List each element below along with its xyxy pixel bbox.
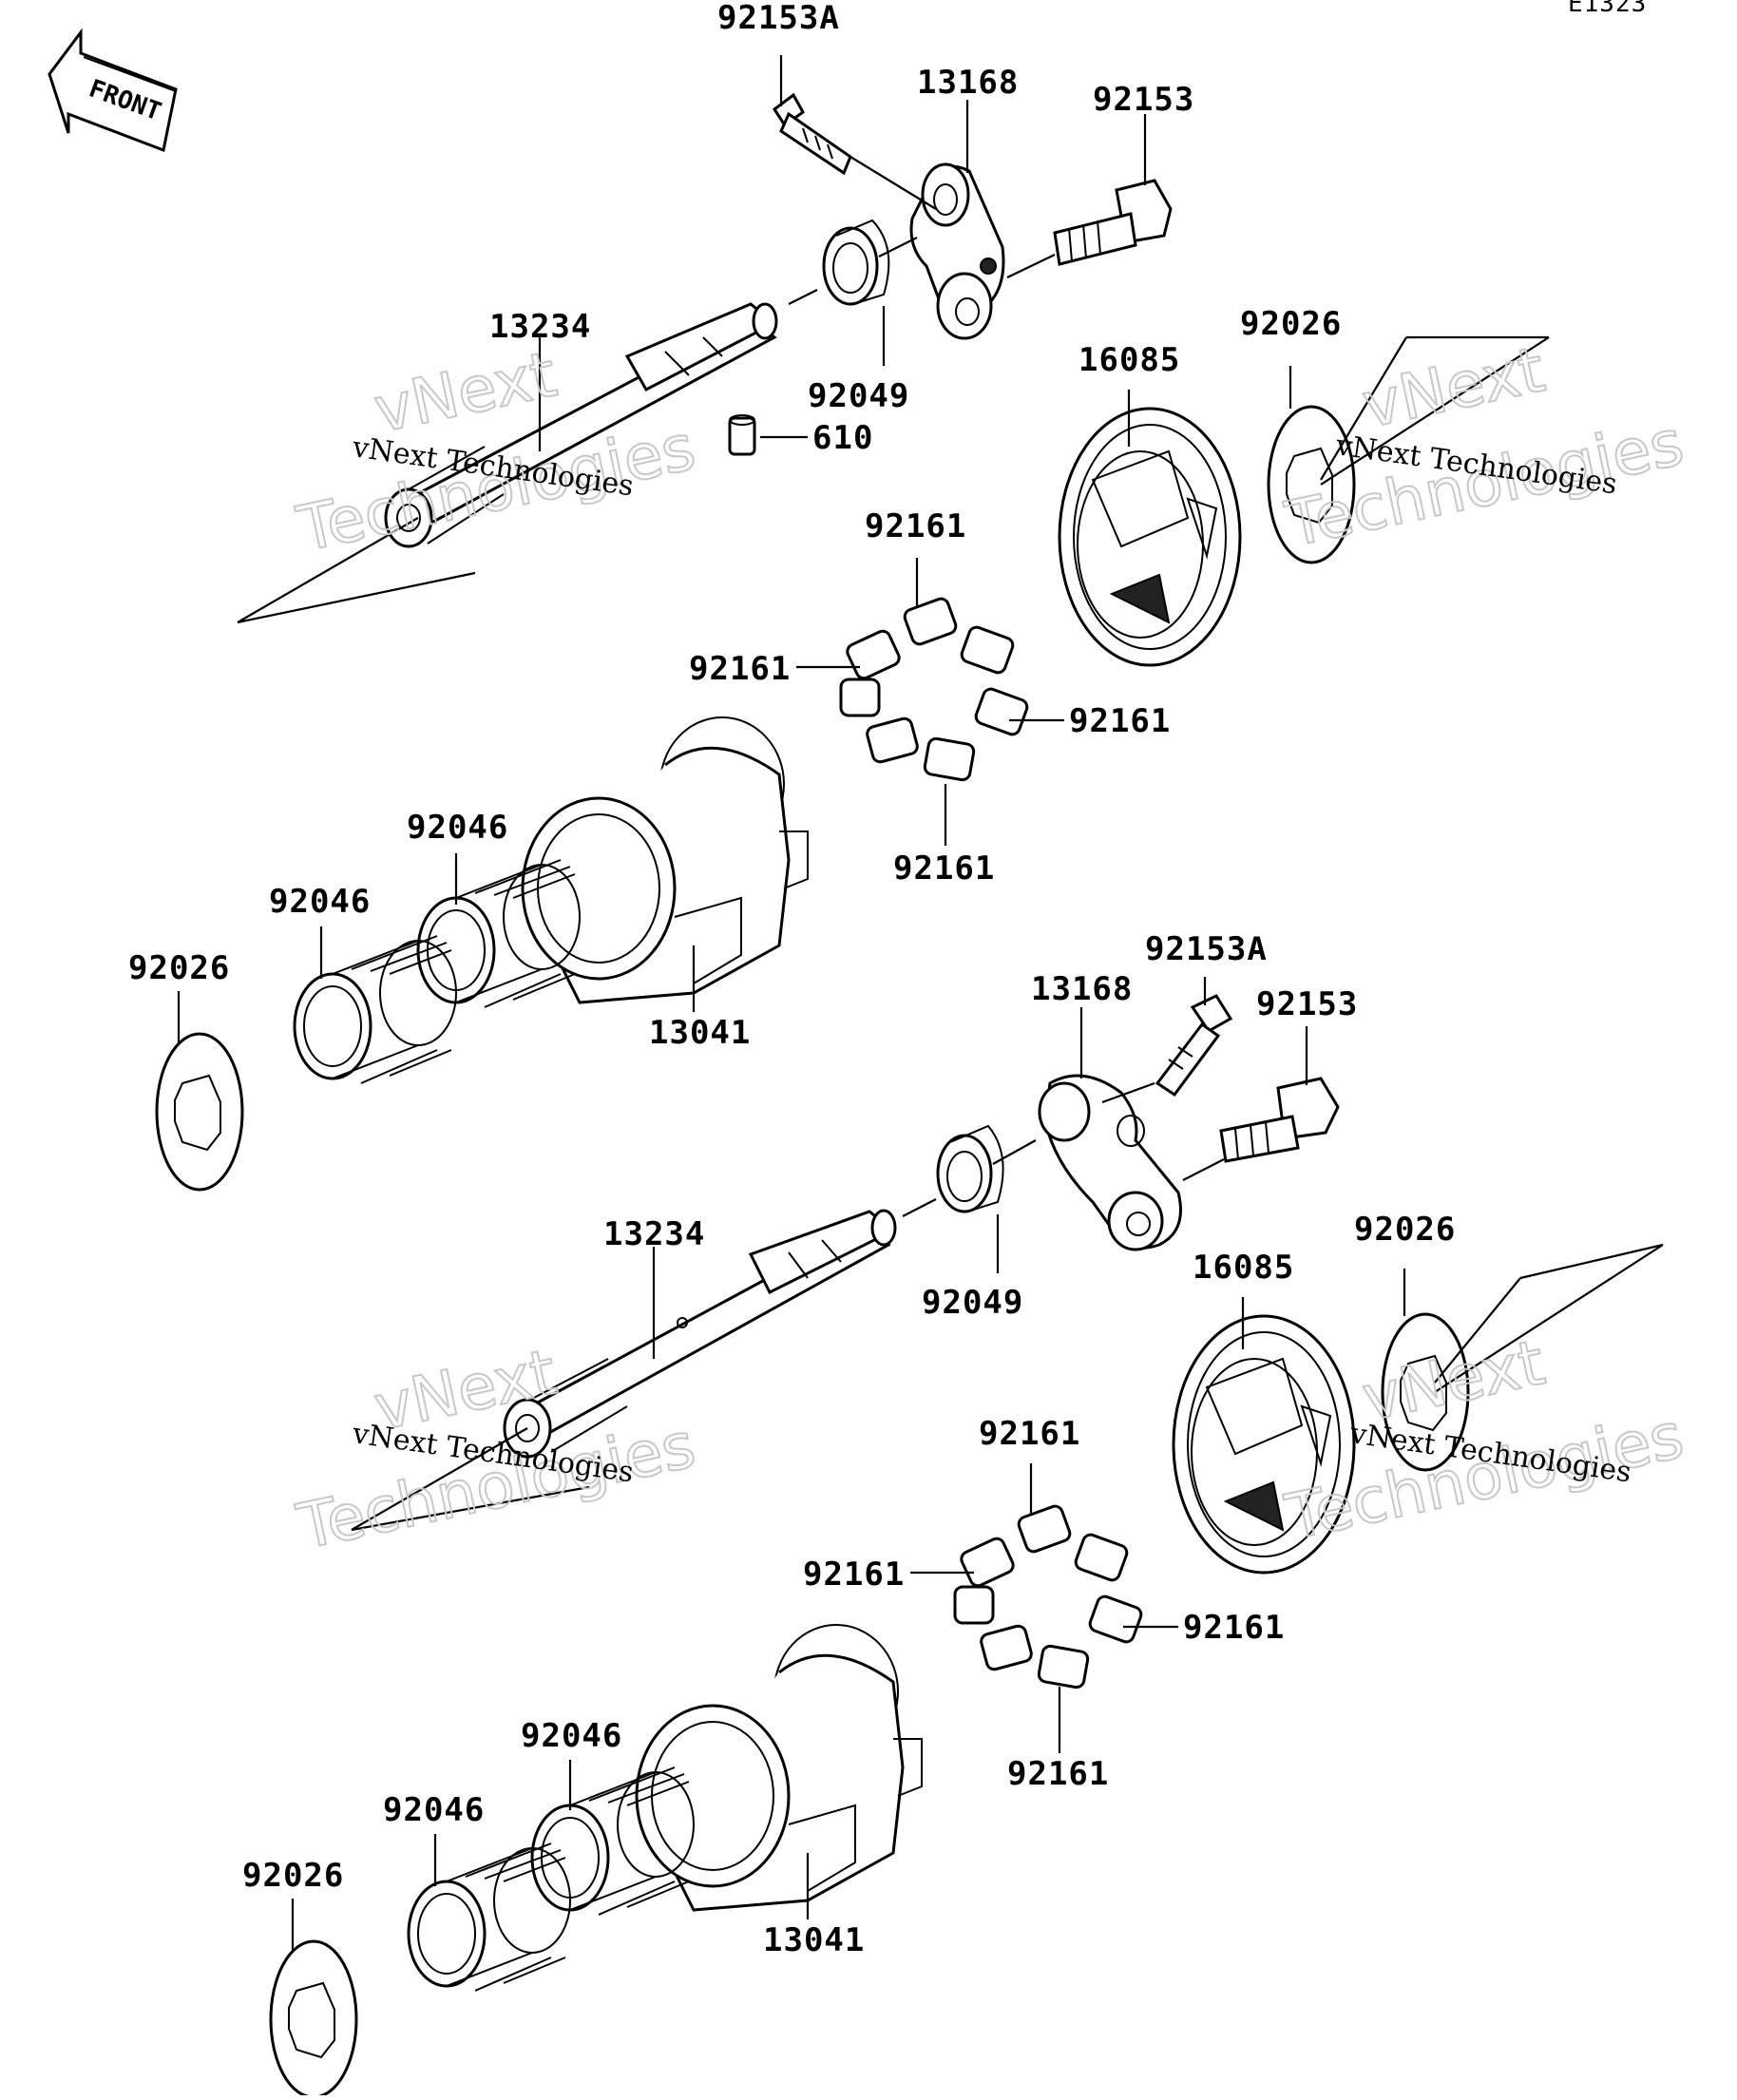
callout-13234-upper: 13234: [489, 308, 591, 346]
diagram-code: E1323: [1568, 0, 1647, 18]
callout-92049-upper: 92049: [808, 377, 909, 415]
thrust-washer-92026-lower-left: [269, 1939, 358, 2099]
needle-bearing-92046-upper-b: [293, 934, 458, 1085]
roller-set-92161-lower: [953, 1502, 1145, 1690]
callout-92161-lower-left: 92161: [803, 1556, 905, 1594]
upper-assembly: 92153A 13168 92153 13234 92049 610 16085…: [128, 0, 1550, 1192]
callout-13168-upper: 13168: [917, 64, 1019, 102]
callout-92026-lower-right: 92026: [1354, 1211, 1456, 1249]
callout-92026-upper-right: 92026: [1240, 305, 1342, 343]
needle-bearing-92046-lower-b: [407, 1842, 572, 1993]
front-arrow-icon: FRONT: [48, 28, 178, 153]
bolt-92153a-upper: [772, 92, 852, 176]
bolt-92153a-lower: [1155, 994, 1233, 1098]
callout-92153-lower: 92153: [1256, 985, 1358, 1023]
callout-92026-upper-left: 92026: [128, 949, 230, 987]
callout-92153a-upper: 92153A: [717, 0, 840, 37]
oil-seal-92049-lower: [936, 1124, 1004, 1213]
callout-92153a-lower: 92153A: [1145, 930, 1268, 968]
gear-16085-upper: [1058, 407, 1242, 667]
thrust-washer-92026-upper-left: [155, 1032, 244, 1192]
watermark-big-line1: vNext: [368, 337, 563, 447]
callout-92161-upper-right: 92161: [1069, 702, 1171, 740]
callout-92161-upper-bottom: 92161: [893, 850, 995, 888]
roller-set-92161-upper: [839, 595, 1031, 783]
callout-610-upper: 610: [812, 419, 873, 457]
callout-92161-upper-left: 92161: [689, 650, 791, 688]
callout-92046-upper-b: 92046: [269, 883, 371, 921]
shift-lever-13168-lower: [1038, 1074, 1182, 1251]
callout-16085-upper: 16085: [1078, 341, 1180, 379]
callout-13041-lower: 13041: [763, 1921, 865, 1959]
shift-lever-13168-upper: [909, 162, 1005, 340]
clutch-hub-13041-upper: [521, 716, 810, 1004]
watermark-big-line1: vNext: [1356, 333, 1551, 442]
callout-92049-lower: 92049: [922, 1284, 1023, 1322]
watermark-upper-right: vNext Technologies vNext Technologies: [1278, 332, 1690, 563]
callout-16085-lower: 16085: [1193, 1249, 1294, 1287]
shaft-13234-upper: [384, 302, 778, 548]
callout-13168-lower: 13168: [1031, 970, 1133, 1008]
bolt-92153-lower: [1219, 1077, 1340, 1163]
dowel-pin-610-upper: [728, 414, 756, 456]
watermark-big-line2: Technologies: [291, 410, 701, 566]
callout-13234-lower: 13234: [603, 1215, 705, 1253]
callout-92161-lower-top: 92161: [979, 1415, 1080, 1453]
callout-92046-lower-b: 92046: [383, 1791, 485, 1829]
callout-92046-lower-a: 92046: [521, 1717, 622, 1755]
callout-92046-upper-a: 92046: [407, 809, 508, 847]
callout-92161-upper-top: 92161: [865, 507, 966, 545]
callout-13041-upper: 13041: [649, 1014, 751, 1052]
callout-92161-lower-bottom: 92161: [1007, 1755, 1109, 1793]
clutch-hub-13041-lower: [635, 1623, 924, 1912]
oil-seal-92049-upper: [822, 219, 890, 306]
callout-92153-upper: 92153: [1093, 81, 1194, 119]
bolt-92153-upper: [1053, 179, 1173, 266]
callout-92026-lower-left: 92026: [242, 1857, 344, 1895]
lower-assembly: 92153A 13168 92153 13234 92049 16085 920…: [242, 930, 1664, 2099]
shaft-13234-lower: [503, 1209, 897, 1459]
callout-92161-lower-right: 92161: [1183, 1609, 1285, 1647]
